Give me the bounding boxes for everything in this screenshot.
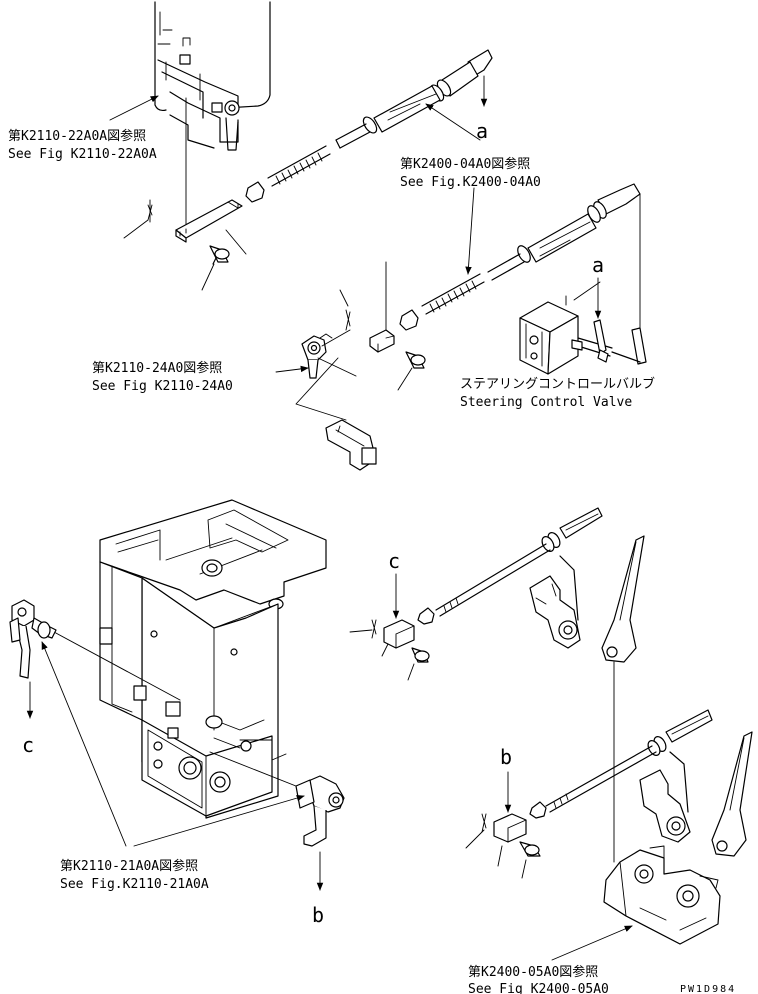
steering-console-box [53,499,327,819]
down-arrow-icon [26,75,602,891]
ref-k2400-05a0-en: See Fig K2400-05A0 [468,982,609,994]
ref-k2110-21a0a-jp: 第K2110-21A0A図参照 [60,858,198,874]
ref-k2400-05a0-jp: 第K2400-05A0図参照 [468,964,598,980]
steering-valve-label-en: Steering Control Valve [460,395,632,410]
marker-b-bottom: b [312,903,324,927]
lower-control-rod-1 [371,507,603,663]
middle-control-rod [345,183,641,369]
lower-base-bracket [603,845,721,945]
lower-control-rod-2 [481,709,713,857]
right-small-bracket [295,775,345,847]
marker-c-mid: c [388,549,400,573]
bell-crank-upper [529,535,645,863]
marker-a-valve: a [592,253,604,277]
marker-b-mid: b [500,745,512,769]
steering-control-valve [519,193,647,375]
ref-k2110-24a0-jp: 第K2110-24A0図参照 [92,360,222,376]
ref-k2110-24a0-en: See Fig K2110-24A0 [92,379,233,394]
lever-bracket-assembly [295,333,377,471]
left-bracket [9,599,57,679]
ref-k2110-22a0a-jp: 第K2110-22A0A図参照 [8,128,146,144]
bell-crank-lower [639,731,753,857]
ref-k2110-22a0a-en: See Fig K2110-22A0A [8,147,157,162]
ref-k2400-04a0-jp: 第K2400-04A0図参照 [400,156,530,172]
connection-markers: a a c c b b [22,119,604,927]
reference-labels: 第K2110-22A0A図参照 See Fig K2110-22A0A 第K24… [8,128,655,994]
marker-c-left: c [22,733,34,757]
ref-k2110-21a0a-en: See Fig.K2110-21A0A [60,877,209,892]
ref-k2400-04a0-en: See Fig.K2400-04A0 [400,175,541,190]
steering-valve-label-jp: ステアリングコントロールバルブ [460,376,655,392]
drawing-code: PW1D984 [680,984,736,994]
marker-a-top: a [476,119,488,143]
top-console-frame [154,1,271,233]
upper-control-rod [147,49,493,265]
leader-arrow-icon [41,95,633,961]
